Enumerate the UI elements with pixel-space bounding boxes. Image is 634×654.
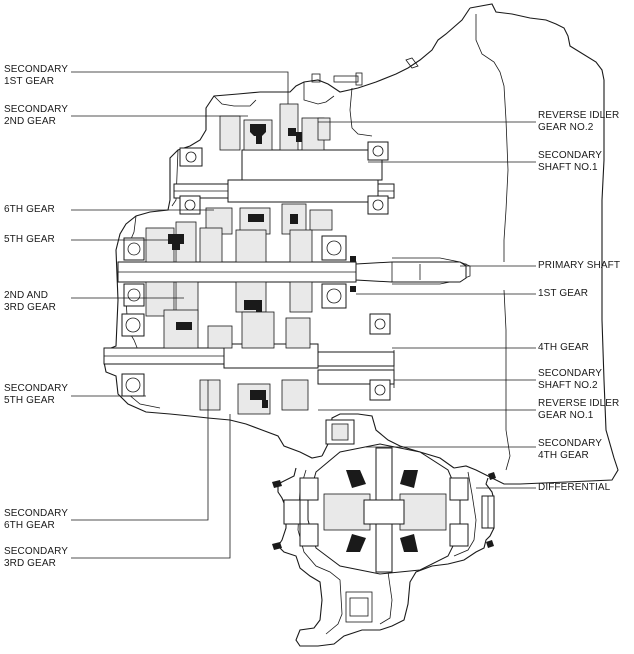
primary-shaft-assembly bbox=[117, 221, 467, 321]
label-line: SHAFT NO.1 bbox=[538, 162, 598, 173]
label-5th-gear: 5TH GEAR bbox=[4, 234, 55, 246]
label-line: 3RD GEAR bbox=[4, 558, 56, 569]
leader-lines bbox=[71, 71, 536, 559]
label-line: 1ST GEAR bbox=[538, 288, 589, 299]
label-line: REVERSE IDLER bbox=[538, 398, 620, 409]
label-secondary-1st-gear: SECONDARY 1ST GEAR bbox=[4, 64, 68, 88]
label-line: SECONDARY bbox=[538, 438, 603, 449]
label-6th-gear: 6TH GEAR bbox=[4, 204, 55, 216]
label-line: SHAFT NO.2 bbox=[538, 380, 598, 391]
label-1st-gear: 1ST GEAR bbox=[538, 288, 588, 300]
label-line: 1ST GEAR bbox=[4, 76, 55, 87]
label-line: GEAR NO.1 bbox=[538, 410, 594, 421]
label-line: GEAR NO.2 bbox=[538, 122, 594, 133]
label-secondary-6th-gear: SECONDARY 6TH GEAR bbox=[4, 508, 68, 532]
label-line: 6TH GEAR bbox=[4, 204, 55, 215]
label-line: SECONDARY bbox=[538, 150, 603, 161]
label-secondary-shaft-no1: SECONDARY SHAFT NO.1 bbox=[538, 150, 602, 174]
label-line: 3RD GEAR bbox=[4, 302, 56, 313]
label-line: PRIMARY SHAFT bbox=[538, 260, 621, 271]
label-line: 6TH GEAR bbox=[4, 520, 55, 531]
label-line: DIFFERENTIAL bbox=[538, 482, 611, 493]
label-line: REVERSE IDLER bbox=[538, 110, 620, 121]
secondary-shaft-no1-assembly bbox=[173, 103, 395, 235]
label-differential: DIFFERENTIAL bbox=[538, 482, 610, 494]
label-reverse-idler-gear-no1: REVERSE IDLER GEAR NO.1 bbox=[538, 398, 619, 422]
label-line: 5TH GEAR bbox=[4, 234, 55, 245]
label-secondary-4th-gear: SECONDARY 4TH GEAR bbox=[538, 438, 602, 462]
label-line: 5TH GEAR bbox=[4, 395, 55, 406]
label-4th-gear: 4TH GEAR bbox=[538, 342, 589, 354]
label-reverse-idler-gear-no2: REVERSE IDLER GEAR NO.2 bbox=[538, 110, 619, 134]
label-secondary-5th-gear: SECONDARY 5TH GEAR bbox=[4, 383, 68, 407]
label-line: 4TH GEAR bbox=[538, 450, 589, 461]
secondary-shaft-no2-assembly bbox=[103, 309, 395, 415]
label-line: 2ND AND bbox=[4, 290, 49, 301]
label-line: SECONDARY bbox=[4, 104, 69, 115]
label-line: 4TH GEAR bbox=[538, 342, 589, 353]
label-2nd-and-3rd-gear: 2ND AND 3RD GEAR bbox=[4, 290, 56, 314]
label-secondary-3rd-gear: SECONDARY 3RD GEAR bbox=[4, 546, 68, 570]
label-line: SECONDARY bbox=[538, 368, 603, 379]
label-primary-shaft: PRIMARY SHAFT bbox=[538, 260, 620, 272]
label-secondary-2nd-gear: SECONDARY 2ND GEAR bbox=[4, 104, 68, 128]
label-secondary-shaft-no2: SECONDARY SHAFT NO.2 bbox=[538, 368, 602, 392]
label-line: SECONDARY bbox=[4, 64, 69, 75]
label-line: SECONDARY bbox=[4, 546, 69, 557]
label-line: SECONDARY bbox=[4, 383, 69, 394]
label-line: SECONDARY bbox=[4, 508, 69, 519]
transaxle-housing bbox=[103, 3, 619, 647]
differential-assembly bbox=[283, 419, 495, 575]
label-line: 2ND GEAR bbox=[4, 116, 56, 127]
